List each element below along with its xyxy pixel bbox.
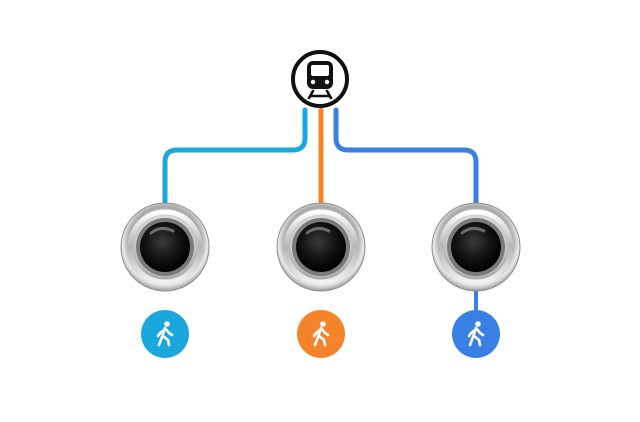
pedestrian-badge-center	[297, 310, 345, 358]
push-button-right[interactable]	[431, 202, 521, 292]
pedestrian-badge-left	[141, 310, 189, 358]
train-station-node	[291, 50, 349, 108]
train-icon	[307, 61, 333, 100]
push-button-left[interactable]	[120, 202, 210, 292]
branch-line-right	[333, 107, 479, 208]
push-button-center[interactable]	[276, 202, 366, 292]
pedestrian-badge-right	[452, 310, 500, 358]
branch-line-left	[162, 107, 308, 208]
